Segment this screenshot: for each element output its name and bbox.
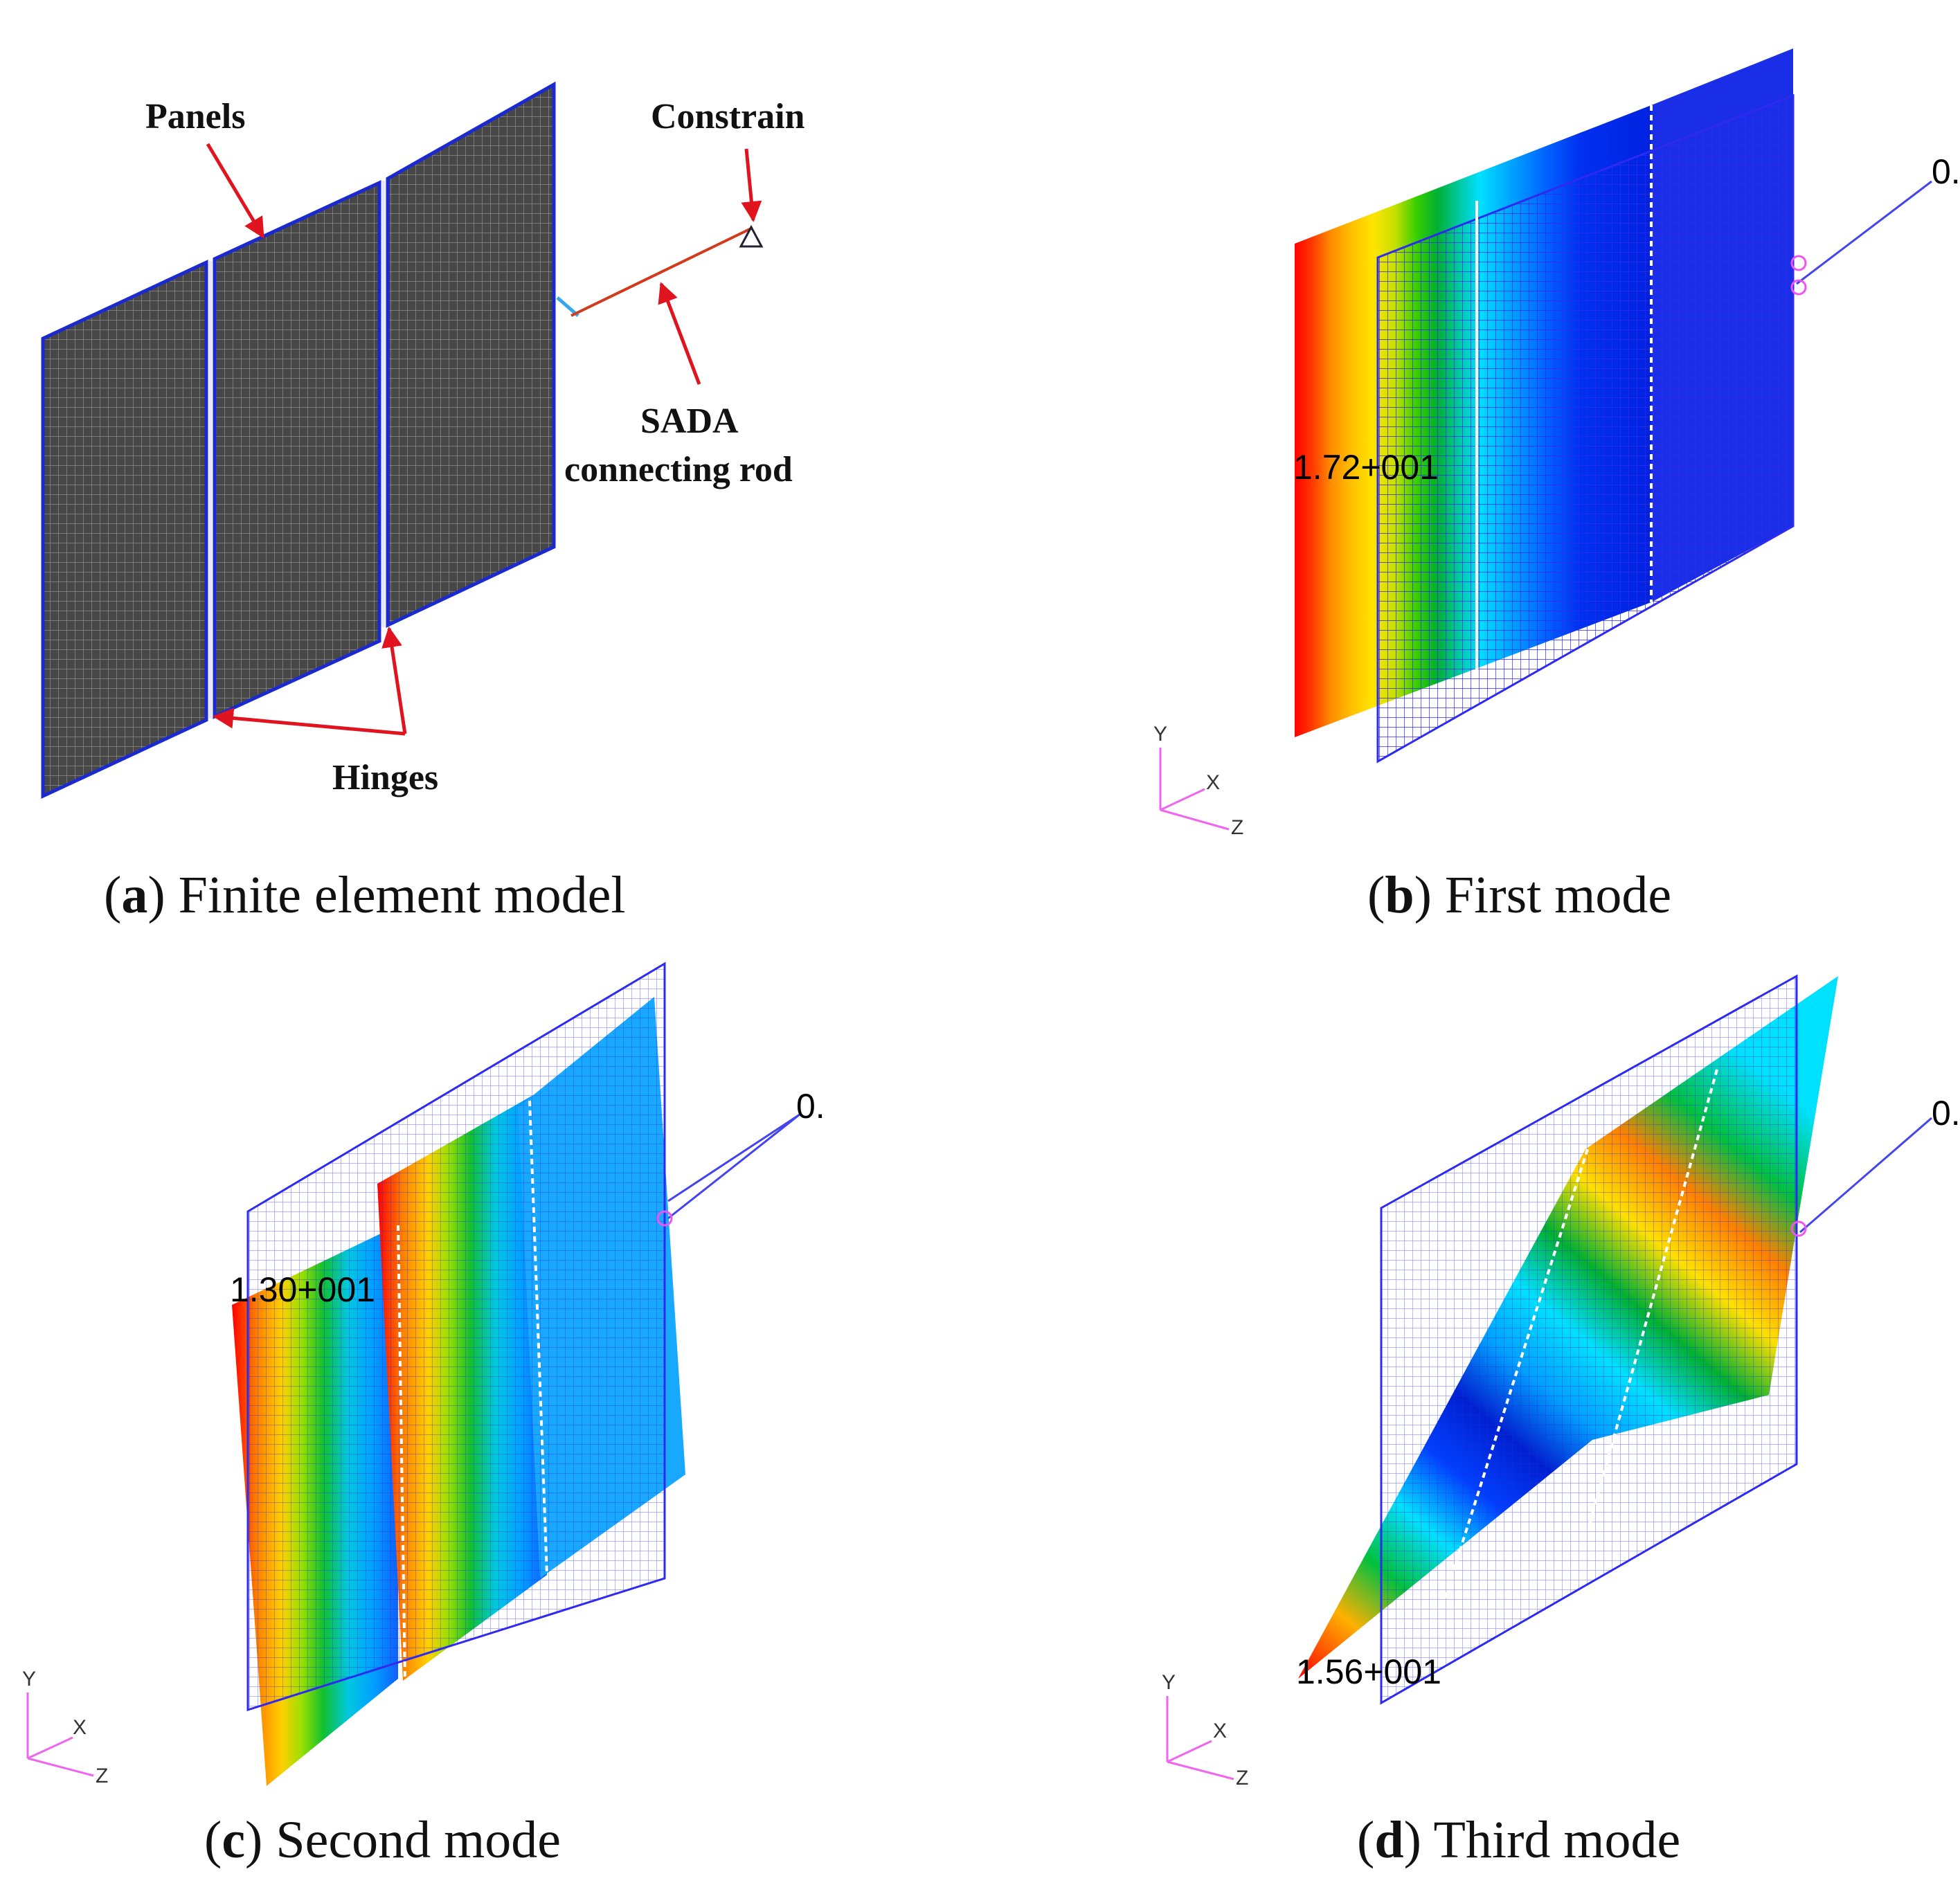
panel-a-fe-model: Panels Constrain SADA connecting rod Hin… bbox=[41, 81, 805, 799]
caption-d-letter: d bbox=[1374, 1811, 1404, 1869]
caption-a: (a) Finite element model bbox=[104, 866, 626, 924]
arrow-hinge-2 bbox=[381, 626, 407, 734]
mode2-joint-icon bbox=[656, 1210, 673, 1227]
axis-y-label: Y bbox=[22, 1668, 36, 1690]
label-constrain: Constrain bbox=[651, 97, 805, 136]
arrow-hinge-1 bbox=[213, 707, 406, 736]
label-sada-rod: connecting rod bbox=[564, 450, 793, 489]
caption-d: (d) Third mode bbox=[1357, 1811, 1681, 1869]
mode3-undeformed-mesh bbox=[1380, 974, 1798, 1705]
solar-panel-1 bbox=[41, 260, 208, 799]
axis-y-label: Y bbox=[1162, 1671, 1176, 1694]
caption-c: (c) Second mode bbox=[204, 1811, 561, 1869]
mode1-undeformed-mesh bbox=[1376, 93, 1795, 764]
mode1-rod bbox=[1796, 180, 1932, 285]
mode2-max-value: 1.30+001 bbox=[230, 1270, 375, 1309]
caption-c-text: Second mode bbox=[276, 1811, 561, 1869]
mode2-hinge-1 bbox=[397, 1225, 406, 1679]
mode1-joint-icon-2 bbox=[1790, 279, 1807, 296]
mode3-hinge-2 bbox=[1588, 1069, 1718, 1527]
mode1-max-value: 1.72+001 bbox=[1293, 448, 1439, 487]
mode1-joint-icon bbox=[1790, 255, 1807, 271]
arrow-sada bbox=[658, 282, 701, 385]
mode2-undeformed-mesh bbox=[246, 962, 666, 1712]
axis-z-label: Z bbox=[1231, 816, 1243, 839]
panel-b-first-mode: 0. 1.72+001 Y X Z bbox=[1153, 48, 1960, 839]
mode2-rod bbox=[667, 1113, 800, 1202]
caption-a-letter: a bbox=[121, 866, 148, 924]
caption-c-letter: c bbox=[222, 1811, 246, 1869]
mode2-rod-2 bbox=[667, 1113, 800, 1220]
arrow-constrain bbox=[741, 148, 762, 222]
mode3-min-value: 0. bbox=[1932, 1094, 1960, 1133]
mode3-max-value: 1.56+001 bbox=[1296, 1652, 1441, 1691]
caption-a-text: Finite element model bbox=[178, 866, 626, 924]
mode3-rod bbox=[1799, 1117, 1932, 1234]
mode1-min-value: 0. bbox=[1932, 152, 1960, 191]
panel-c-second-mode: 0. 1.30+001 Y X Z bbox=[22, 962, 825, 1787]
caption-d-text: Third mode bbox=[1433, 1811, 1681, 1869]
mode2-min-value: 0. bbox=[796, 1087, 825, 1126]
label-panels: Panels bbox=[145, 97, 245, 136]
label-hinges: Hinges bbox=[332, 758, 438, 797]
mode2-hinge-2 bbox=[528, 1100, 548, 1576]
panel-d-third-mode: 0. 1.56+001 Y X Z bbox=[1162, 974, 1960, 1789]
arrow-panels bbox=[206, 143, 265, 239]
axis-triad-b: Y X Z bbox=[1153, 723, 1243, 839]
axis-y-label: Y bbox=[1153, 723, 1167, 746]
mode3-hinge-1 bbox=[1439, 1148, 1589, 1614]
solar-panel-2 bbox=[213, 180, 381, 719]
axis-z-label: Z bbox=[96, 1765, 108, 1787]
axis-x-label: X bbox=[1213, 1720, 1227, 1742]
axis-z-label: Z bbox=[1236, 1767, 1248, 1789]
label-sada: SADA bbox=[640, 402, 739, 441]
solar-panel-3 bbox=[386, 81, 556, 628]
sada-connecting-rod bbox=[570, 227, 752, 317]
axis-x-label: X bbox=[1206, 771, 1220, 794]
caption-b-text: First mode bbox=[1444, 866, 1672, 924]
caption-b-letter: b bbox=[1385, 866, 1414, 924]
axis-x-label: X bbox=[73, 1716, 87, 1739]
caption-b: (b) First mode bbox=[1367, 866, 1672, 924]
axis-triad-c: Y X Z bbox=[22, 1668, 108, 1787]
mode3-joint-icon bbox=[1790, 1220, 1807, 1237]
axis-triad-d: Y X Z bbox=[1162, 1671, 1248, 1789]
constraint-triangle-icon bbox=[739, 224, 764, 248]
